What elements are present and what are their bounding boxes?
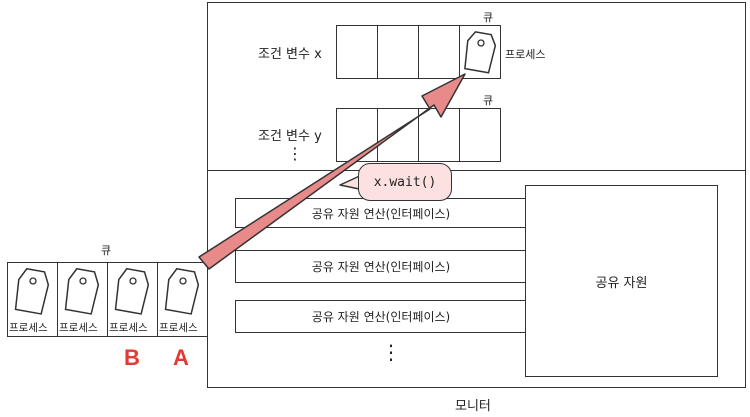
condition-x-queue-slot <box>418 25 460 79</box>
entry-process-label: 프로세스 <box>159 322 198 334</box>
condition-y-label: 조건 변수 y <box>258 129 322 144</box>
condition-y-queue-slot <box>459 108 501 162</box>
condition-x-process-label: 프로세스 <box>505 48 546 61</box>
process-tag-icon <box>14 267 50 315</box>
shared-resource-label: 공유 자원 <box>595 275 648 291</box>
interfaces-vertical-ellipsis: ⋮ <box>381 340 401 364</box>
interface-label: 공유 자원 연산(인터페이스) <box>311 206 451 221</box>
interface-label: 공유 자원 연산(인터페이스) <box>311 260 451 274</box>
condition-y-queue-slot <box>336 108 378 162</box>
interface-operation-3: 공유 자원 연산(인터페이스) <box>235 300 527 333</box>
entry-queue-label: 큐 <box>101 244 112 257</box>
condition-x-queue-slot <box>336 25 378 79</box>
interface-label: 공유 자원 연산(인터페이스) <box>311 310 451 324</box>
process-tag-icon <box>464 31 497 74</box>
wait-call-text: x.wait() <box>373 174 437 190</box>
entry-process-label: 프로세스 <box>9 322 48 334</box>
process-tag-icon <box>114 267 150 315</box>
entry-process-label: 프로세스 <box>109 322 148 334</box>
shared-resource: 공유 자원 <box>525 185 718 377</box>
wait-call-bubble: x.wait() <box>358 163 452 201</box>
entry-process-label: 프로세스 <box>59 322 98 334</box>
condition-x-label: 조건 변수 x <box>258 47 322 62</box>
process-tag-icon <box>164 267 200 315</box>
marker-a: A <box>173 345 189 370</box>
vertical-ellipsis: ⋮ <box>287 144 303 163</box>
process-tag-icon <box>64 267 100 315</box>
condition-x-queue-slot <box>377 25 419 79</box>
marker-b: B <box>124 345 140 370</box>
monitor-divider <box>207 170 746 171</box>
condition-y-queue-label: 큐 <box>483 94 494 107</box>
monitor-label: 모니터 <box>455 399 491 414</box>
interface-operation-2: 공유 자원 연산(인터페이스) <box>235 250 527 283</box>
condition-x-queue-label: 큐 <box>483 11 494 24</box>
